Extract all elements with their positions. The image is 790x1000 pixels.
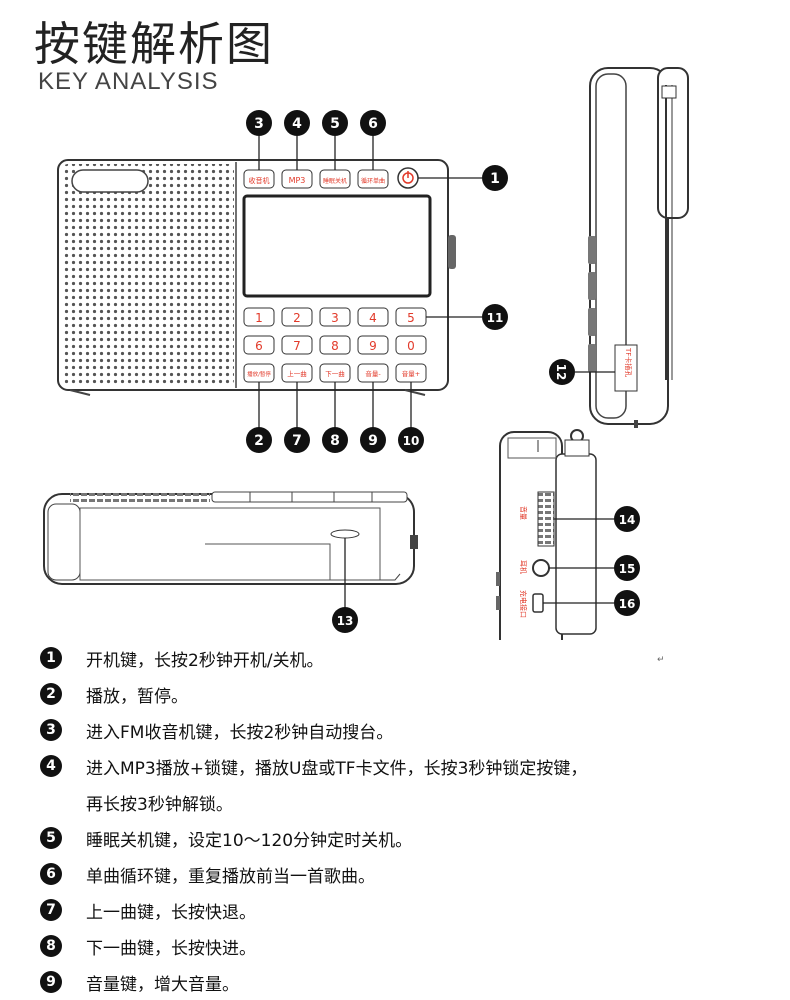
callout-12: 12 [554,364,568,381]
callout-14: 14 [619,513,636,527]
volume-wheel [537,491,555,547]
sleep-key-label: 睡眠关机 [323,177,347,185]
list-item-continuation: 再长按3秒钟解锁。 [40,784,770,820]
number-badge: 7 [40,899,62,921]
speaker-grill [62,164,234,386]
callout-11: 11 [487,311,504,325]
description-text: 音量键，增大音量。 [86,974,239,995]
description-text: 上一曲键，长按快退。 [86,902,256,923]
front-view: 收音机 MP3 睡眠关机 循环单曲 1 2 3 4 5 6 7 [57,136,482,430]
top-grill [70,492,210,504]
callout-2: 2 [254,433,264,449]
number-badge: 5 [40,827,62,849]
prev-key-label: 上一曲 [287,369,307,378]
top-keys: 收音机 MP3 睡眠关机 循环单曲 [243,167,419,189]
vol-down-key-label: 音量- [365,369,381,378]
list-item: 6 单曲循环键，重复播放前当一首歌曲。 [40,856,770,892]
description-text: 睡眠关机键，设定10～120分钟定时关机。 [86,830,413,851]
bottom-keys: 播放/暂停 上一曲 下一曲 音量- 音量+ [243,363,427,383]
callout-9: 9 [368,433,378,449]
vol-up-key-label: 音量+ [402,369,420,378]
number-badge: 8 [40,935,62,957]
tuning-wheel [448,235,456,269]
list-item: 2 播放，暂停。 [40,676,770,712]
earphone-jack [532,559,550,577]
key-description-list: 1 开机键，长按2秒钟开机/关机。 2 播放，暂停。 3 进入FM收音机键，长按… [40,640,770,1000]
number-keys: 1 2 3 4 5 6 7 8 9 0 [243,307,427,355]
list-item: 9 音量键，增大音量。 [40,964,770,1000]
number-badge: 3 [40,719,62,741]
description-text: 下一曲键，长按快进。 [86,938,256,959]
charge-port [532,593,544,613]
page-title: 按键解析图 [34,17,274,71]
callout-15: 15 [619,562,636,576]
loop-key-label: 循环单曲 [361,177,385,185]
radio-key-label: 收音机 [249,176,270,185]
tf-slot [614,344,638,392]
callout-5: 5 [330,116,340,132]
key-8: 8 [331,339,339,353]
key-9: 9 [369,339,377,353]
callout-3: 3 [254,116,264,132]
callout-16: 16 [619,597,636,611]
description-text: 播放，暂停。 [86,686,188,707]
number-badge: 4 [40,755,62,777]
key-7: 7 [293,339,301,353]
number-badge: 6 [40,863,62,885]
number-badge: 2 [40,683,62,705]
description-text: 进入MP3播放+锁键，播放U盘或TF卡文件，长按3秒钟锁定按键， [86,758,588,779]
side-view-antenna: TF卡插孔 [575,67,689,428]
page-subtitle: KEY ANALYSIS [38,68,219,95]
description-text: 开机键，长按2秒钟开机/关机。 [86,650,324,671]
indicator-slot [71,169,149,193]
key-5: 5 [407,311,415,325]
radio-key-diagram: 收音机 MP3 睡眠关机 循环单曲 1 2 3 4 5 6 7 [43,67,689,640]
description-text: 单曲循环键，重复播放前当一首歌曲。 [86,866,375,887]
callouts: 1 2 3 4 5 6 7 8 9 10 11 12 13 14 15 16 [246,110,640,633]
callout-10: 10 [403,434,420,448]
tf-slot-label: TF卡插孔 [624,347,633,377]
earphone-label: 耳机 [519,560,528,574]
key-2: 2 [293,311,301,325]
top-view [43,491,418,608]
list-item: 7 上一曲键，长按快退。 [40,892,770,928]
list-item: 5 睡眠关机键，设定10～120分钟定时关机。 [40,820,770,856]
description-text: 再长按3秒钟解锁。 [86,794,233,815]
list-item: 1 开机键，长按2秒钟开机/关机。 [40,640,770,676]
callout-1: 1 [490,171,500,187]
lcd-screen [242,194,432,298]
edit-mark: ↵ [657,655,665,665]
callout-13: 13 [337,614,354,628]
key-6: 6 [255,339,263,353]
list-item: 4 进入MP3播放+锁键，播放U盘或TF卡文件，长按3秒钟锁定按键， [40,748,770,784]
number-badge: 9 [40,971,62,993]
callout-8: 8 [330,433,340,449]
tf-card-slot [330,529,360,539]
side-view-ports: 音量 耳机 充电接口 [496,429,614,640]
callout-7: 7 [292,433,302,449]
description-text: 进入FM收音机键，长按2秒钟自动搜台。 [86,722,394,743]
key-1: 1 [255,311,263,325]
mp3-key-label: MP3 [289,176,306,185]
volume-label: 音量 [519,506,528,520]
list-item: 8 下一曲键，长按快进。 [40,928,770,964]
number-badge: 1 [40,647,62,669]
callout-4: 4 [292,116,302,132]
callout-6: 6 [368,116,378,132]
key-0: 0 [407,339,415,353]
key-3: 3 [331,311,339,325]
play-pause-key-label: 播放/暂停 [247,370,271,378]
list-item: 3 进入FM收音机键，长按2秒钟自动搜台。 [40,712,770,748]
key-4: 4 [369,311,377,325]
charge-port-label: 充电接口 [519,590,528,618]
next-key-label: 下一曲 [325,369,345,378]
